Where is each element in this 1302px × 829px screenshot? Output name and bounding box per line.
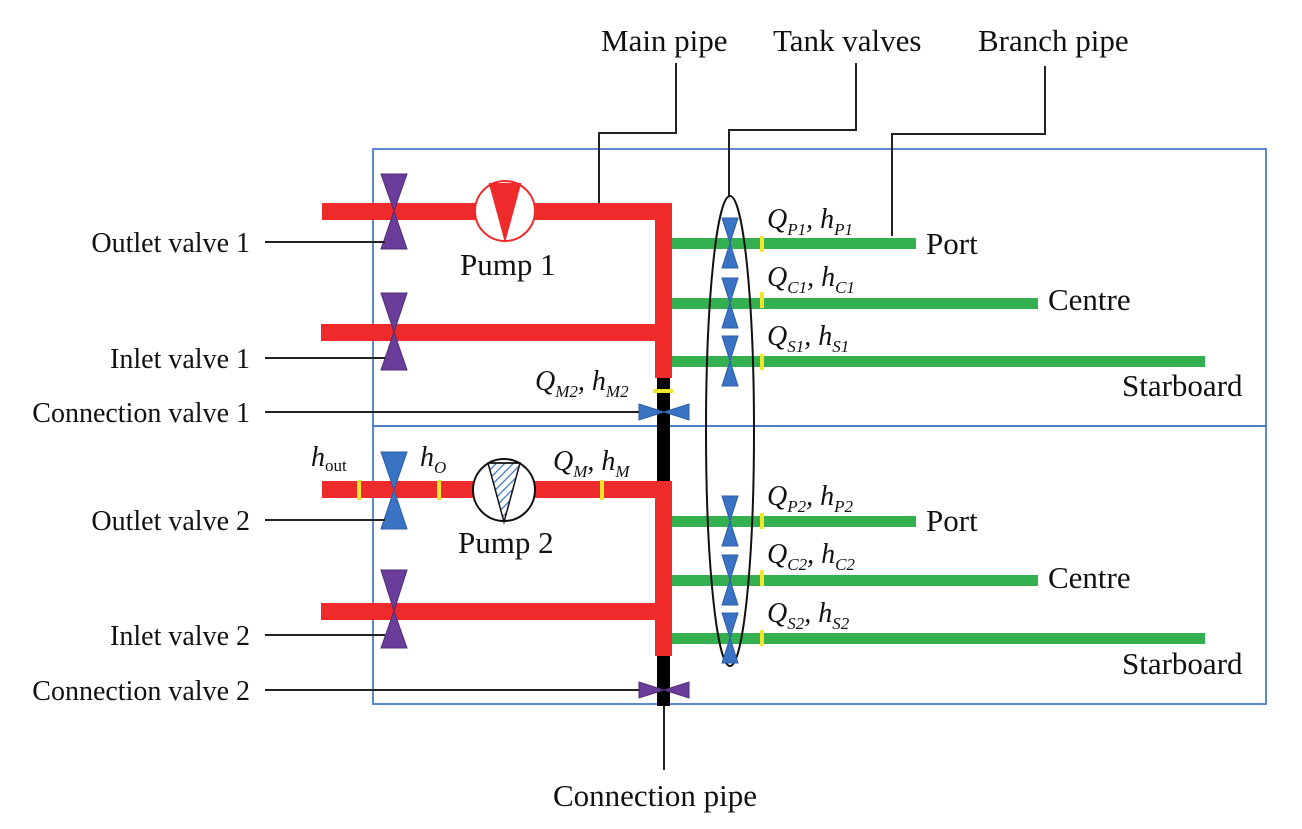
tank-valve-starboard-1[interactable]: [721, 335, 739, 387]
lower-system-box: [372, 425, 1267, 705]
callout-connection-pipe: Connection pipe: [553, 778, 757, 813]
sensor-q-m: [600, 480, 604, 500]
label-pump-1: Pump 1: [460, 247, 556, 282]
var-port-1: QP1, hP1: [767, 204, 853, 239]
inlet-valve-2-icon[interactable]: [380, 569, 408, 649]
callout-branch-pipe: Branch pipe: [978, 23, 1129, 58]
callout-main-pipe: Main pipe: [601, 23, 728, 58]
var-h-o: hO: [420, 442, 446, 477]
branch-centre-1: [672, 298, 1038, 309]
label-inlet-valve-1: Inlet valve 1: [110, 344, 250, 375]
var-starboard-1: QS1, hS1: [767, 321, 849, 356]
branch-port-1: [672, 238, 916, 249]
tank-valves: [721, 217, 739, 664]
tank-valve-port-2[interactable]: [721, 495, 739, 547]
label-outlet-valve-2: Outlet valve 2: [91, 506, 250, 537]
sensor-port-2: [760, 513, 764, 529]
sensor-connection: [653, 389, 673, 393]
left-leaders: [265, 241, 639, 691]
outlet-valve-1-icon[interactable]: [380, 173, 408, 250]
label-centre-2: Centre: [1048, 560, 1131, 595]
sensor-starboard-1: [760, 354, 764, 370]
sensor-h-out: [357, 480, 361, 500]
pump1-inlet-pipe: [321, 324, 672, 341]
var-starboard-2: QS2, hS2: [767, 598, 850, 633]
branch-starboard-2: [672, 633, 1205, 644]
label-port-1: Port: [926, 226, 978, 261]
var-centre-2: QC2, hC2: [767, 539, 855, 574]
label-port-2: Port: [926, 503, 978, 538]
tank-valve-port-1[interactable]: [721, 217, 739, 269]
sensor-port-1: [760, 236, 764, 252]
callout-tank-valves: Tank valves: [773, 23, 921, 58]
pump2-inlet-pipe: [321, 603, 672, 620]
connection-valve-2-icon[interactable]: [638, 681, 690, 699]
label-pump-2: Pump 2: [458, 525, 554, 560]
branch-port-2: [672, 516, 916, 527]
tank-valve-centre-1[interactable]: [721, 277, 739, 329]
tank-valves-leader: [728, 63, 857, 196]
tank-valve-centre-2[interactable]: [721, 554, 739, 606]
label-outlet-valve-1: Outlet valve 1: [91, 228, 250, 259]
var-centre-1: QC1, hC1: [767, 262, 855, 297]
var-h-out: hout: [311, 442, 347, 475]
branch-pipe-leader: [891, 66, 1046, 236]
label-centre-1: Centre: [1048, 282, 1131, 317]
tank-valve-starboard-2[interactable]: [721, 612, 739, 664]
label-starboard-1: Starboard: [1122, 368, 1243, 403]
connection-valve-1-icon[interactable]: [638, 403, 690, 421]
outlet-valve-2-icon[interactable]: [380, 451, 408, 530]
inlet-valve-1-icon[interactable]: [380, 292, 408, 371]
var-connection: QM2, hM2: [535, 366, 629, 401]
label-connection-valve-2: Connection valve 2: [32, 676, 250, 707]
branch-centre-2: [672, 575, 1038, 586]
label-starboard-2: Starboard: [1122, 646, 1243, 681]
tank-valves-group-outline: [705, 195, 755, 667]
branch-starboard-1: [672, 356, 1205, 367]
sensor-centre-1: [760, 292, 764, 308]
sensor-starboard-2: [760, 630, 764, 646]
main-pipe-lower: [655, 481, 672, 656]
sensor-h-o: [437, 480, 441, 500]
label-inlet-valve-2: Inlet valve 2: [110, 621, 250, 652]
sensor-centre-2: [760, 570, 764, 586]
main-pipe-upper: [655, 203, 672, 378]
pump-1-icon[interactable]: [474, 180, 536, 243]
main-pipe-leader: [598, 63, 677, 204]
sensor-marks: [357, 236, 764, 646]
pump-2-icon[interactable]: [472, 458, 536, 525]
var-port-2: QP2, hP2: [767, 481, 854, 516]
label-connection-valve-1: Connection valve 1: [32, 398, 250, 429]
var-pump2-outlet: QM, hM: [553, 446, 630, 481]
